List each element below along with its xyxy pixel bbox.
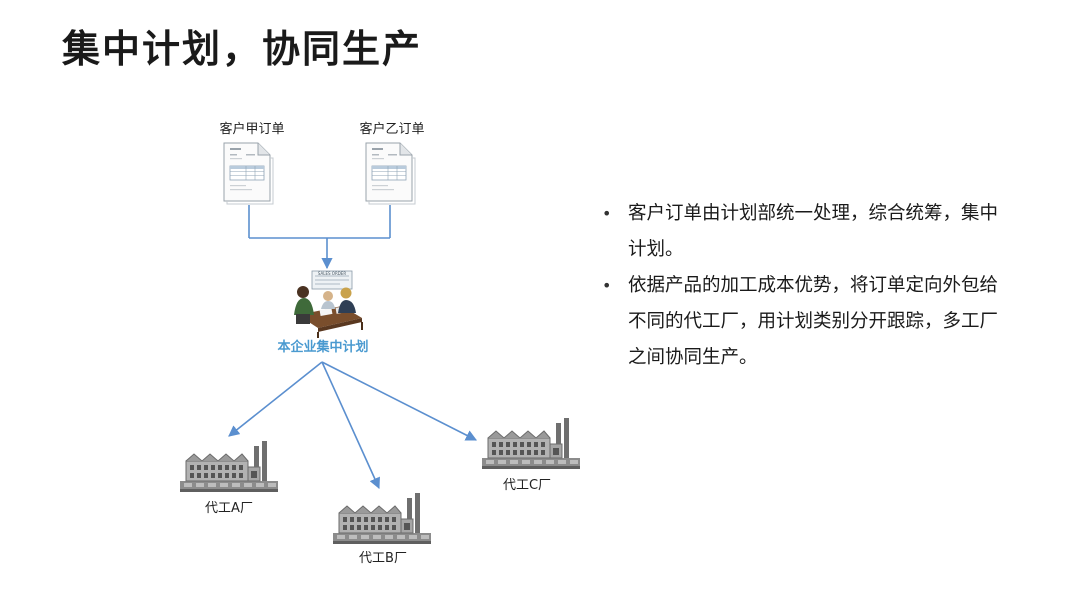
order-a-label: 客户甲订单 <box>219 121 284 137</box>
order-b-label: 客户乙订单 <box>359 121 424 137</box>
planning-label: 本企业集中计划 <box>277 339 368 355</box>
factory-b-label: 代工B厂 <box>359 551 407 566</box>
order-b-document-icon <box>365 142 416 205</box>
distribution-arrows <box>228 361 477 490</box>
flow-diagram: 客户甲订单 客户乙订单 SALES ORDER 本企业集中计划 <box>179 121 581 566</box>
factory-c-icon <box>481 417 581 470</box>
order-a-document-icon <box>223 142 274 205</box>
planning-sign-text: SALES ORDER <box>318 271 346 276</box>
factory-a-icon <box>179 440 279 493</box>
bullet-item: 客户订单由计划部统一处理，综合统筹，集中计划。 <box>602 196 1002 268</box>
bullet-item: 依据产品的加工成本优势，将订单定向外包给不同的代工厂，用计划类别分开跟踪，多工厂… <box>602 268 1002 376</box>
merge-connector <box>248 205 391 270</box>
page-title: 集中计划，协同生产 <box>62 27 423 71</box>
factory-c-label: 代工C厂 <box>503 478 551 493</box>
planning-meeting-icon: SALES ORDER <box>294 270 363 338</box>
bullet-list: 客户订单由计划部统一处理，综合统筹，集中计划。 依据产品的加工成本优势，将订单定… <box>602 196 1002 376</box>
factory-b-icon <box>332 492 432 545</box>
arrow-to-factory-c <box>321 361 477 441</box>
factory-a-label: 代工A厂 <box>205 501 253 516</box>
arrow-to-factory-b <box>321 361 380 490</box>
arrow-to-factory-a <box>228 361 323 437</box>
